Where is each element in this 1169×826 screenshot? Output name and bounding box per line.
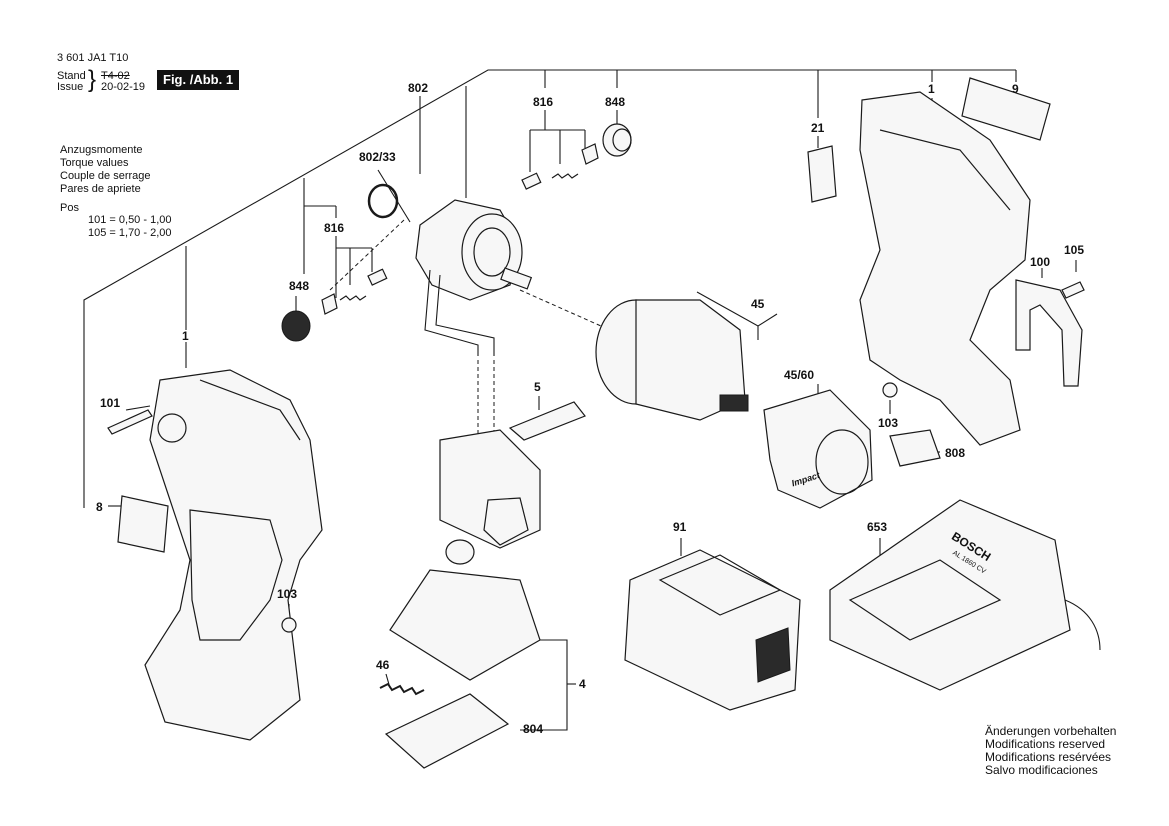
part-label-808: 808	[945, 446, 966, 460]
part-label-1-right: 1	[928, 82, 935, 96]
torque-title-de: Anzugsmomente	[60, 144, 143, 156]
notice-de: Änderungen vorbehalten	[985, 724, 1117, 738]
part-label-802: 802	[408, 81, 429, 95]
part-label-103-right: 103	[878, 416, 899, 430]
label-808	[889, 429, 941, 467]
part-label-45-60: 45/60	[784, 368, 815, 382]
stand-value: T4-02	[101, 70, 130, 82]
stand-label: Stand	[57, 70, 86, 82]
notice-en: Modifications reserved	[985, 737, 1106, 751]
torque-title-en: Torque values	[60, 157, 129, 169]
nose-cover-45-60	[763, 389, 873, 509]
screw-101	[107, 409, 153, 435]
motor-802	[415, 199, 533, 356]
part-label-45: 45	[751, 297, 765, 311]
figure-label: Fig. /Abb. 1	[157, 70, 240, 90]
part-label-46: 46	[376, 658, 390, 672]
part-label-105: 105	[1064, 243, 1085, 257]
contact-plate-804	[384, 693, 510, 769]
torque-row-105: 105 = 1,70 - 2,00	[88, 227, 172, 239]
part-label-804: 804	[523, 722, 544, 736]
housing-half-right	[859, 91, 1031, 446]
notice-es: Salvo modificaciones	[985, 763, 1098, 777]
charger-653	[829, 499, 1101, 691]
issue-value: 20-02-19	[101, 81, 146, 93]
frame-lines	[83, 69, 1017, 508]
torque-pos-label: Pos	[60, 202, 79, 214]
spring-46	[379, 682, 425, 696]
label-21	[807, 145, 837, 203]
brush-set-816-top	[521, 143, 599, 190]
notice-fr: Modifications resérvées	[985, 750, 1112, 764]
torque-row-101: 101 = 0,50 - 1,00	[88, 214, 172, 226]
part-5	[508, 401, 586, 441]
screw-105	[1061, 281, 1085, 299]
brush-cap-848-top	[602, 123, 632, 157]
part-label-653: 653	[867, 520, 888, 534]
part-label-9: 9	[1012, 82, 1019, 96]
part-label-91: 91	[673, 520, 687, 534]
label-8	[117, 495, 169, 553]
brace: }	[88, 66, 97, 93]
document-number: 3 601 JA1 T10	[57, 52, 129, 64]
battery-pack-91	[624, 549, 801, 711]
torque-title-fr: Couple de serrage	[60, 170, 151, 182]
gearbox-45	[595, 299, 749, 421]
part-label-101: 101	[100, 396, 121, 410]
part-label-21: 21	[811, 121, 825, 135]
part-label-103-left: 103	[277, 587, 298, 601]
label-9	[961, 77, 1051, 141]
torque-title-es: Pares de apriete	[60, 183, 141, 195]
brush-cap-848-left	[281, 310, 311, 342]
part-label-848-top: 848	[605, 95, 626, 109]
part-label-816-top: 816	[533, 95, 554, 109]
nut-103-right	[882, 382, 898, 398]
part-label-5: 5	[534, 380, 541, 394]
part-label-100: 100	[1030, 255, 1051, 269]
o-ring-802-33	[367, 183, 399, 219]
part-label-1-left: 1	[182, 329, 189, 343]
part-label-816-left: 816	[324, 221, 345, 235]
belt-clip-100	[1015, 279, 1083, 387]
issue-label: Issue	[57, 81, 84, 93]
switch-4	[389, 429, 541, 681]
nut-103-left	[281, 617, 297, 633]
part-label-802-33: 802/33	[359, 150, 396, 164]
part-label-4: 4	[579, 677, 586, 691]
part-label-848-left: 848	[289, 279, 310, 293]
part-label-8: 8	[96, 500, 103, 514]
brush-set-816-left	[321, 268, 388, 315]
housing-half-left	[144, 369, 323, 741]
